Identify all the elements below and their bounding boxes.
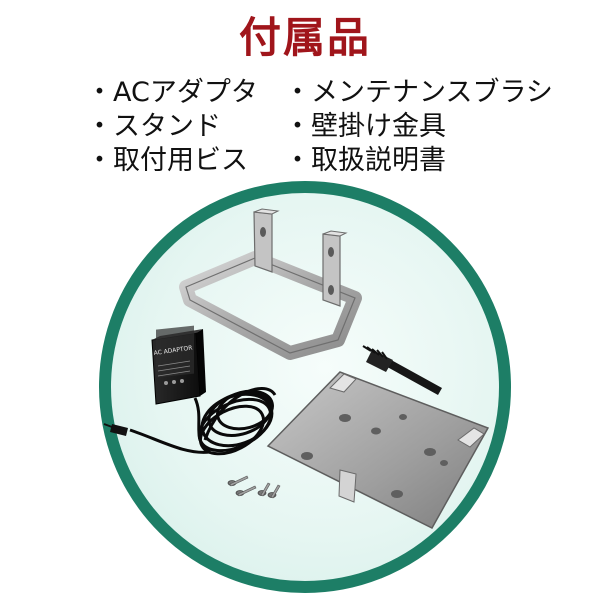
item-maintenance-brush: ・メンテナンスブラシ bbox=[284, 77, 553, 108]
item-stand: ・スタンド bbox=[86, 111, 221, 142]
item-manual: ・取扱説明書 bbox=[284, 145, 446, 176]
item-ac-adapter: ・ACアダプタ bbox=[86, 77, 258, 108]
ac-adapter-icon: AC ADAPTOR bbox=[103, 325, 277, 456]
item-screws: ・取付用ビス bbox=[86, 145, 248, 176]
page-title: 付属品 bbox=[238, 13, 371, 62]
screws-icon bbox=[227, 475, 281, 499]
item-wall-bracket: ・壁掛け金具 bbox=[284, 111, 446, 142]
stand-icon bbox=[179, 208, 362, 360]
brush-icon bbox=[362, 345, 442, 395]
wall-bracket-icon bbox=[266, 371, 490, 529]
